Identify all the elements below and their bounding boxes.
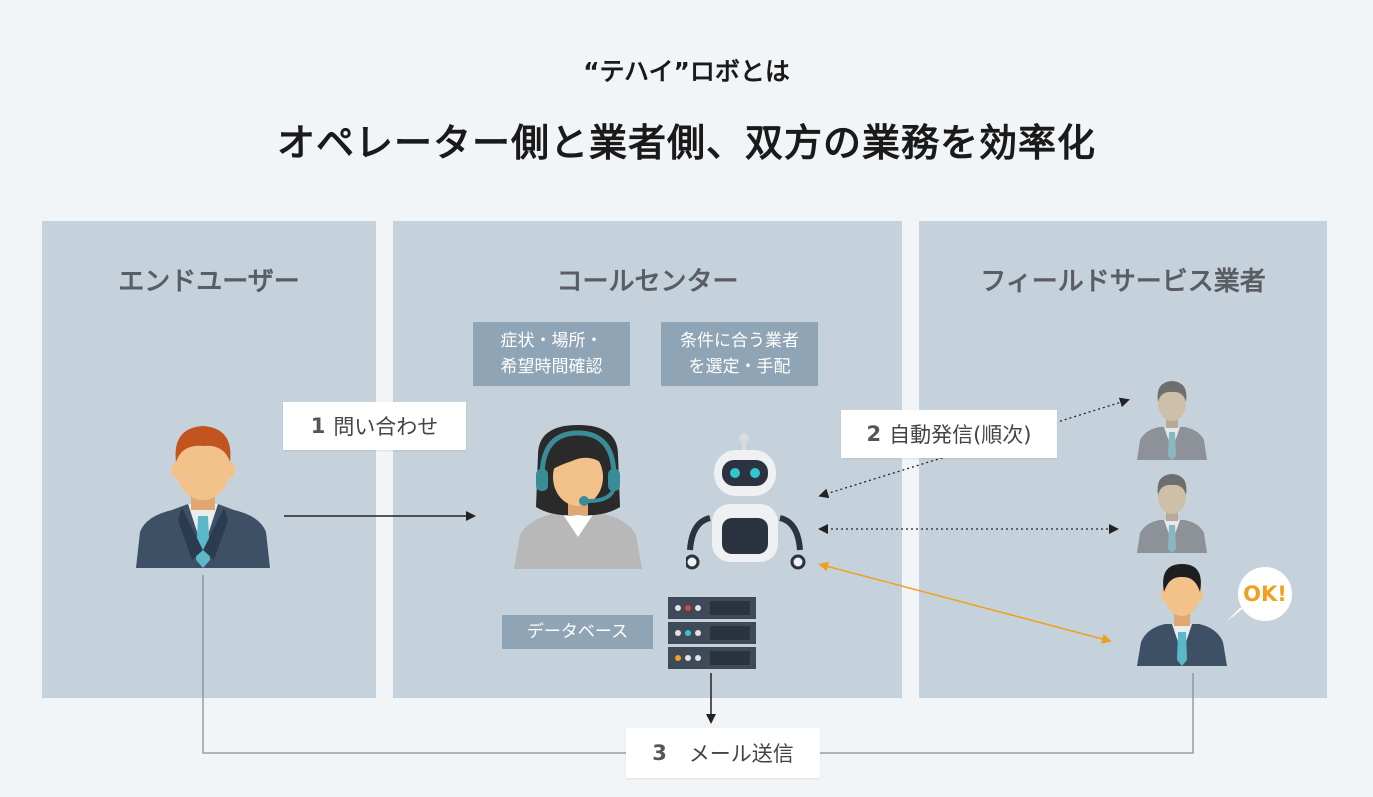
database-server-icon [668, 597, 756, 669]
call-center-panel-title: コールセンター [556, 267, 739, 297]
step-3-number: 3 [652, 741, 667, 765]
subtitle: “テハイ”ロボとは [583, 57, 790, 86]
select-vendor-tag: 条件に合う業者 を選定・手配 [661, 322, 818, 386]
dial-arrow-ok [818, 561, 1112, 644]
speech-bubble-tail-icon [1226, 606, 1246, 622]
step-1-number: 1 [310, 414, 326, 438]
confirm-details-line2: 希望時間確認 [500, 357, 603, 377]
database-tag: データベース [502, 615, 653, 649]
select-vendor-line2: を選定・手配 [688, 357, 791, 377]
end-user-icon [136, 426, 270, 568]
confirm-details-line1: 症状・場所・ [500, 331, 603, 351]
step-2-label: 2 自動発信(順次) [841, 410, 1057, 458]
field-worker-ok-icon [1137, 564, 1227, 666]
step-2-text: 自動発信(順次) [889, 423, 1032, 447]
step-1-label: 1 問い合わせ [283, 402, 466, 450]
select-vendor-line1: 条件に合う業者 [680, 331, 799, 351]
end-user-panel-title: エンドユーザー [118, 267, 300, 297]
step-2-number: 2 [866, 422, 882, 446]
field-service-panel-title: フィールドサービス業者 [980, 267, 1266, 297]
step-1-text: 問い合わせ [333, 415, 439, 439]
page-title: オペレーター側と業者側、双方の業務を効率化 [276, 121, 1096, 165]
operator-icon [514, 425, 642, 569]
step-3-text: メール送信 [688, 742, 794, 766]
confirm-details-tag: 症状・場所・ 希望時間確認 [473, 322, 630, 386]
robot-icon [686, 433, 806, 570]
ok-speech-bubble: OK! [1238, 567, 1292, 621]
field-worker-2-icon [1137, 474, 1207, 553]
end-user-panel: エンドユーザー [42, 221, 376, 698]
field-worker-1-icon [1137, 381, 1207, 460]
step-3-label: 3 メール送信 [626, 728, 820, 778]
